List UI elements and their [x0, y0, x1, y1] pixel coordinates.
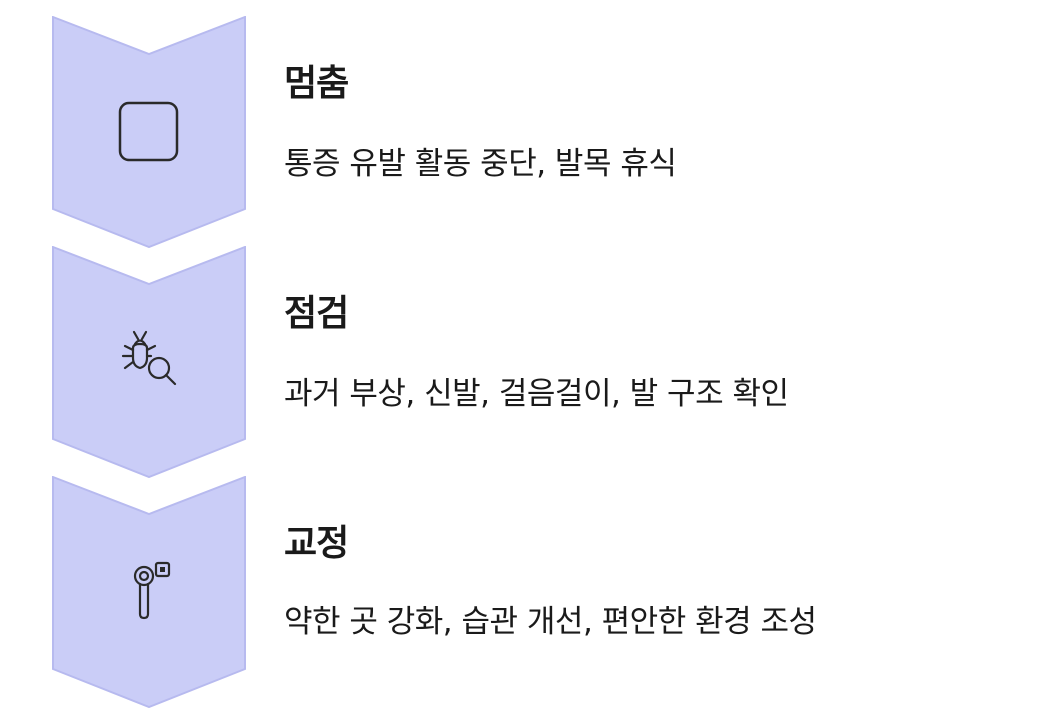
- step-stop: 멈춤 통증 유발 활동 중단, 발목 휴식: [0, 16, 1050, 248]
- step-title: 교정: [284, 523, 349, 564]
- step-check: 점검 과거 부상, 신발, 걸음걸이, 발 구조 확인: [0, 246, 1050, 478]
- chevron-shape: [52, 246, 246, 478]
- step-title: 점검: [284, 293, 349, 334]
- step-description: 과거 부상, 신발, 걸음걸이, 발 구조 확인: [284, 376, 789, 412]
- chevron-shape: [52, 16, 246, 248]
- step-title: 멈춤: [284, 63, 349, 104]
- stop-square-icon: [118, 101, 179, 162]
- bug-search-icon: [121, 330, 177, 386]
- step-description: 통증 유발 활동 중단, 발목 휴식: [284, 146, 677, 182]
- key-chip-icon: [133, 561, 171, 620]
- step-description: 약한 곳 강화, 습관 개선, 편안한 환경 조성: [284, 604, 817, 640]
- step-correct: 교정 약한 곳 강화, 습관 개선, 편안한 환경 조성: [0, 476, 1050, 708]
